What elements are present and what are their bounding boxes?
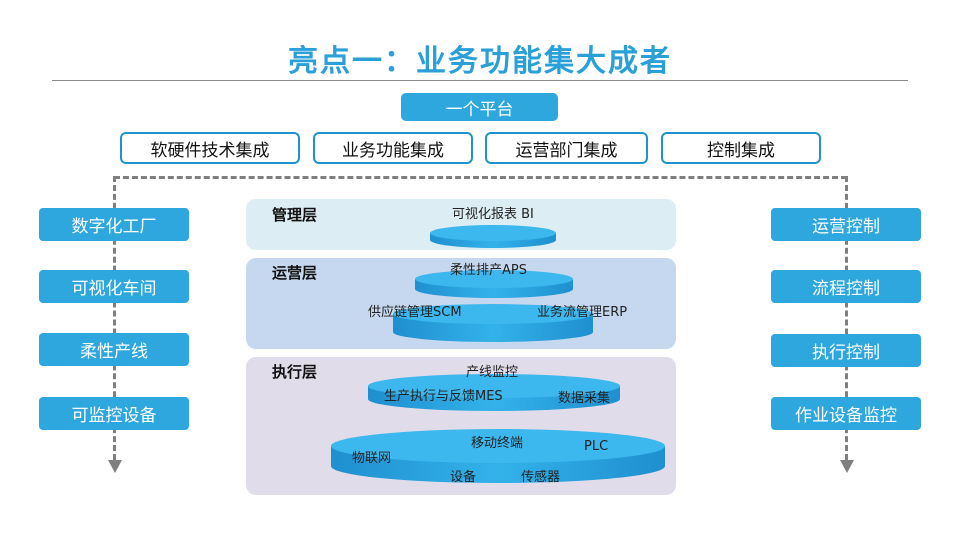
dashed-connector-top	[114, 176, 847, 179]
integration-operation: 运营部门集成	[485, 132, 648, 164]
label-scm: 供应链管理SCM	[368, 305, 462, 320]
label-mes: 生产执行与反馈MES	[384, 389, 503, 404]
integration-hw-sw: 软硬件技术集成	[120, 132, 300, 164]
integration-business: 业务功能集成	[313, 132, 473, 164]
left-item-flexible-line: 柔性产线	[39, 333, 189, 366]
arrow-down-left-icon	[108, 460, 122, 473]
label-erp: 业务流管理ERP	[537, 305, 628, 320]
page-title: 亮点一：业务功能集大成者	[288, 44, 672, 79]
right-item-operation-control: 运营控制	[771, 208, 921, 241]
label-sensor: 传感器	[521, 470, 561, 485]
dashed-connector-left	[113, 176, 116, 460]
label-equipment: 设备	[450, 470, 477, 485]
right-item-execution-control: 执行控制	[771, 334, 921, 367]
title-divider	[52, 80, 908, 81]
execution-layer-name: 执行层	[272, 363, 318, 381]
cylinder-aps	[415, 270, 573, 298]
label-iot: 物联网	[352, 451, 392, 466]
label-data-collection: 数据采集	[558, 391, 611, 406]
platform-box: 一个平台	[401, 93, 558, 121]
operation-layer-name: 运营层	[272, 264, 318, 282]
label-plc: PLC	[584, 439, 609, 454]
left-item-monitorable-equipment: 可监控设备	[39, 397, 189, 430]
label-aps: 柔性排产APS	[450, 263, 527, 278]
arrow-down-right-icon	[840, 460, 854, 473]
right-item-process-control: 流程控制	[771, 270, 921, 303]
left-item-visual-workshop: 可视化车间	[39, 270, 189, 303]
label-bi: 可视化报表 BI	[452, 207, 534, 222]
cylinder-bi	[430, 225, 556, 248]
management-layer-name: 管理层	[272, 206, 318, 224]
cylinder-scm-erp	[393, 304, 593, 342]
dashed-connector-right	[845, 176, 848, 460]
integration-control: 控制集成	[661, 132, 821, 164]
label-line-monitoring: 产线监控	[466, 365, 519, 380]
left-item-digital-factory: 数字化工厂	[39, 208, 189, 241]
cylinder-iot	[331, 429, 665, 483]
cylinder-mes	[368, 374, 620, 411]
label-mobile-terminal: 移动终端	[471, 436, 524, 451]
right-item-equipment-monitoring: 作业设备监控	[771, 397, 921, 430]
